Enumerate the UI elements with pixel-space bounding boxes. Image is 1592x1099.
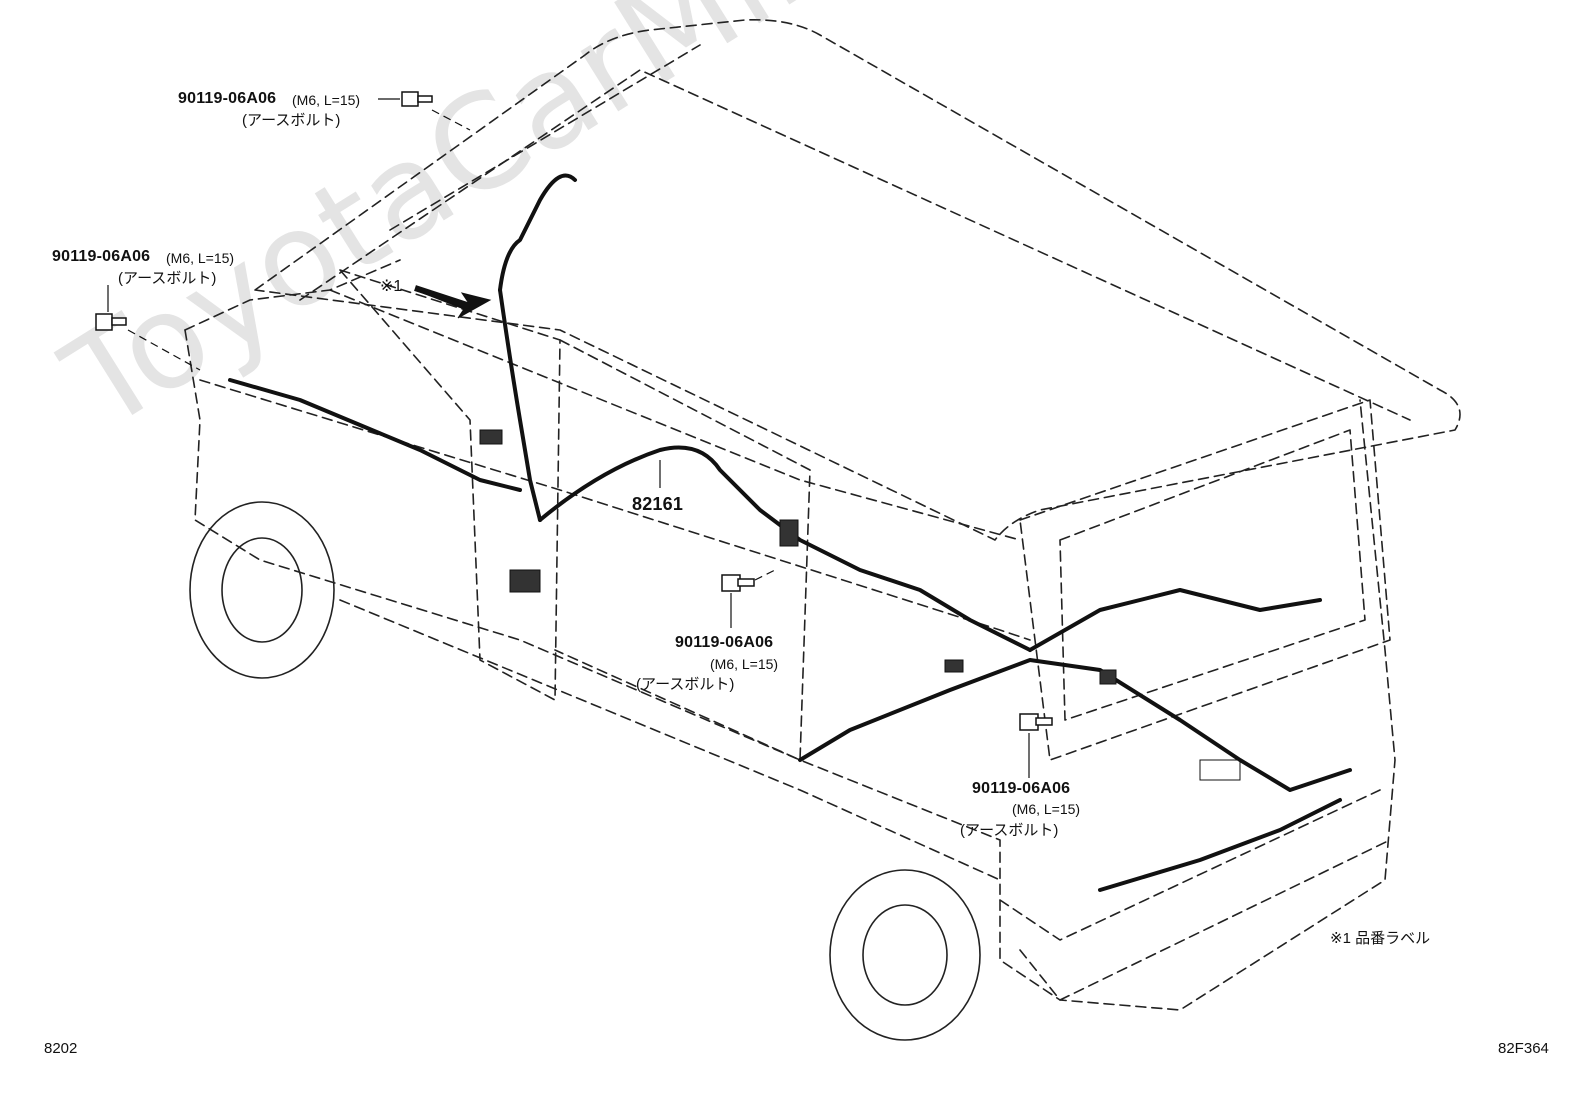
bolt-top-spec: (M6, L=15)	[292, 92, 361, 108]
front-end	[184, 259, 401, 331]
bolt-mid-desc: (アースボルト)	[636, 676, 735, 693]
roof-outline	[254, 18, 1461, 541]
connector-f	[944, 659, 964, 673]
bolt-icon-right	[1019, 713, 1053, 731]
harness-pillar	[498, 288, 542, 522]
harness-rear-upper	[1028, 588, 1322, 652]
leader-bolt-left-dash	[127, 329, 201, 371]
harness-rear-lower	[798, 658, 1352, 792]
connector-b	[509, 569, 541, 593]
bolt-top-desc: (アースボルト)	[242, 112, 341, 129]
bolt-icon-mid	[721, 574, 755, 592]
bolt-right-part-number: 90119-06A06	[972, 780, 1071, 797]
connector-e	[1199, 759, 1241, 781]
bolt-left-desc: (アースボルト)	[118, 270, 217, 287]
figure-code-right: 82F364	[1498, 1040, 1549, 1057]
harness-part-number: 82161	[632, 494, 684, 514]
leader-bolt-top-dash	[431, 109, 471, 131]
note-legend: ※1 品番ラベル	[1330, 930, 1431, 947]
bolt-icon-left	[95, 313, 127, 331]
leader-bolt-mid-dash	[754, 569, 776, 581]
note-marker: ※1	[380, 278, 403, 295]
figure-code-left: 8202	[44, 1040, 78, 1057]
bumper	[999, 789, 1381, 941]
label-arrow-shaft	[414, 285, 471, 309]
rear-gate	[1019, 399, 1391, 761]
connector-d	[1099, 669, 1117, 685]
harness-floor	[538, 445, 1032, 652]
rear-window	[1059, 429, 1366, 721]
front-door	[339, 269, 561, 701]
bolt-top-part-number: 90119-06A06	[178, 90, 277, 107]
rear-wheel-tire	[829, 869, 981, 1041]
connector-c	[779, 519, 799, 547]
rear-bumper-lower	[1019, 839, 1391, 1001]
body-side-belt-2	[329, 289, 1021, 541]
body-side-belt	[199, 379, 1031, 641]
harness-bumper	[1098, 798, 1342, 892]
bolt-left-spec: (M6, L=15)	[166, 250, 235, 266]
connector-a	[479, 429, 503, 445]
bolt-mid-spec: (M6, L=15)	[710, 656, 779, 672]
slide-door	[554, 339, 811, 761]
harness-roof	[498, 173, 577, 292]
harness-front	[228, 378, 522, 492]
bolt-icon-top	[401, 91, 433, 107]
bolt-right-desc: (アースボルト)	[960, 822, 1059, 839]
front-wheel-rim	[221, 537, 303, 643]
roof-line-inner	[299, 69, 1411, 421]
bolt-mid-part-number: 90119-06A06	[675, 634, 774, 651]
lower-body	[339, 599, 1001, 881]
bolt-right-spec: (M6, L=15)	[1012, 801, 1081, 817]
bolt-left-part-number: 90119-06A06	[52, 248, 151, 265]
roof-line-inner-2	[389, 44, 701, 231]
front-wheel-tire	[189, 501, 335, 679]
rear-wheel-rim	[862, 904, 948, 1006]
